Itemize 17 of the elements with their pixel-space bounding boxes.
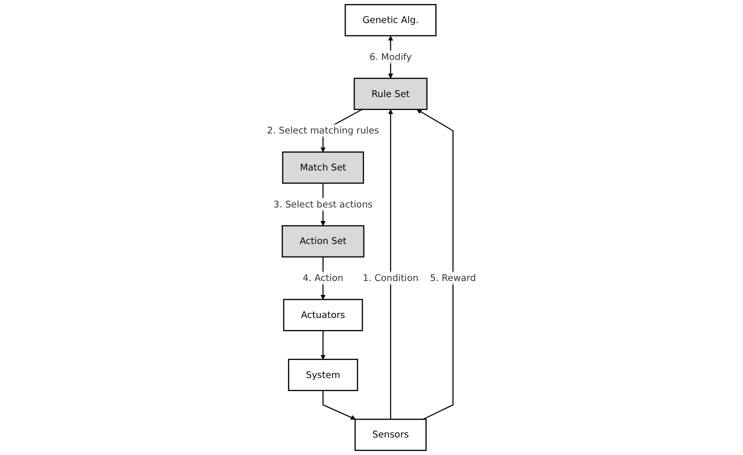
edge-label: 5. Reward	[430, 272, 476, 284]
arrow	[322, 390, 356, 420]
node-box: Genetic Alg.	[344, 4, 436, 36]
node-box: Sensors	[354, 418, 427, 451]
node-box: System	[288, 358, 358, 392]
edge-label: 2. Select matching rules	[267, 124, 380, 136]
node-box: Rule Set	[354, 78, 428, 110]
edge-label: 4. Action	[302, 272, 344, 284]
edge-label: 3. Select best actions	[273, 198, 373, 210]
arrow	[320, 330, 326, 360]
edge-label: 6. Modify	[369, 51, 412, 62]
edge-label: 1. Condition	[362, 272, 418, 284]
arrow	[388, 109, 394, 420]
node-box: Match Set	[282, 151, 364, 184]
node-box: Action Set	[282, 225, 364, 258]
arrow	[416, 109, 454, 420]
node-box: Actuators	[283, 298, 363, 332]
